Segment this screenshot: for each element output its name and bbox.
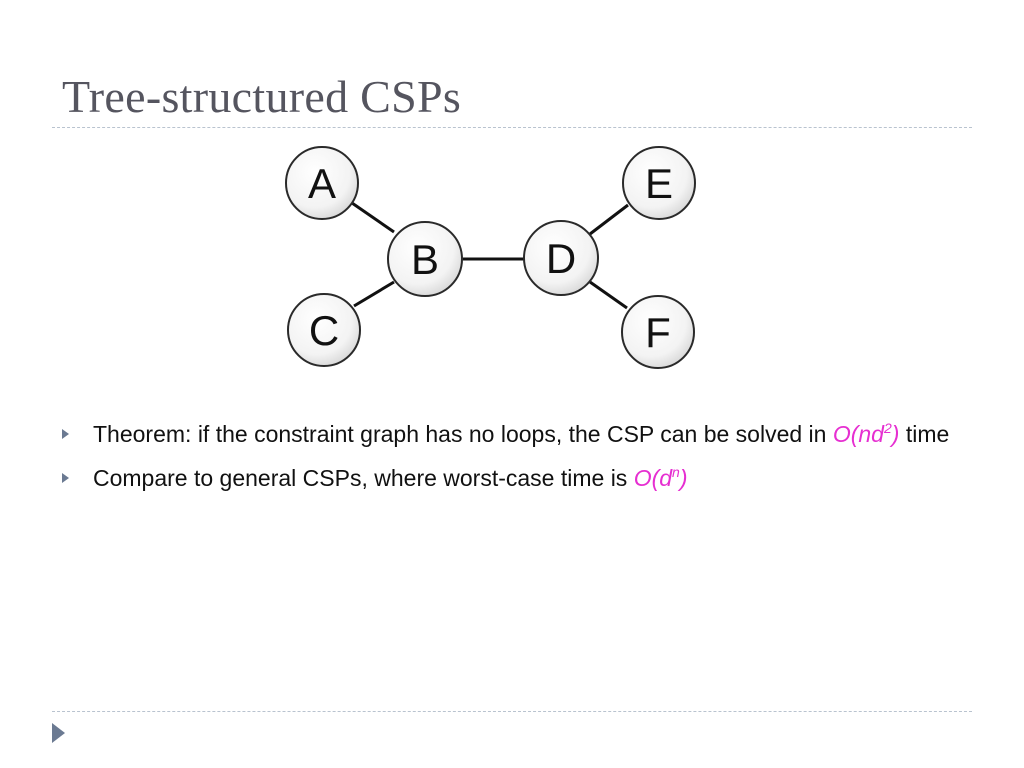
node-b-label: B [411, 236, 439, 283]
complexity-tree: O(nd2) [833, 421, 900, 447]
complexity-general-close: ) [679, 465, 688, 491]
node-e: E [622, 146, 696, 220]
constraint-graph: A B C D E F [285, 146, 696, 369]
node-a-label: A [308, 160, 336, 207]
bullet-compare: Compare to general CSPs, where worst-cas… [62, 462, 962, 494]
node-c: C [287, 293, 361, 367]
edge-d-e [589, 203, 629, 236]
node-f-label: F [645, 309, 671, 356]
footer-divider [52, 711, 972, 712]
edge-c-b [353, 280, 395, 308]
node-f: F [621, 295, 695, 369]
bullet-theorem: Theorem: if the constraint graph has no … [62, 418, 962, 450]
node-c-label: C [309, 307, 339, 354]
node-d: D [523, 220, 599, 296]
complexity-tree-exponent: 2 [883, 420, 892, 436]
bullet-list: Theorem: if the constraint graph has no … [62, 418, 962, 506]
title-divider [52, 127, 972, 128]
edge-d-f [589, 280, 628, 310]
edge-a-b [351, 201, 395, 234]
complexity-general-exponent: n [672, 464, 680, 480]
complexity-tree-close: ) [891, 421, 900, 447]
node-a: A [285, 146, 359, 220]
bullet-theorem-suffix: time [899, 421, 950, 447]
slide-title: Tree-structured CSPs [62, 71, 462, 122]
node-b: B [387, 221, 463, 297]
play-triangle-icon[interactable] [52, 723, 65, 743]
node-e-label: E [645, 160, 673, 207]
complexity-general-base: O(d [633, 465, 673, 491]
complexity-tree-base: O(nd [832, 421, 884, 447]
bullet-compare-text: Compare to general CSPs, where worst-cas… [93, 465, 634, 491]
triangle-right-icon [62, 429, 69, 439]
complexity-general: O(dn) [634, 465, 688, 491]
bullet-theorem-text: Theorem: if the constraint graph has no … [93, 421, 833, 447]
node-d-label: D [546, 235, 576, 282]
triangle-right-icon [62, 473, 69, 483]
